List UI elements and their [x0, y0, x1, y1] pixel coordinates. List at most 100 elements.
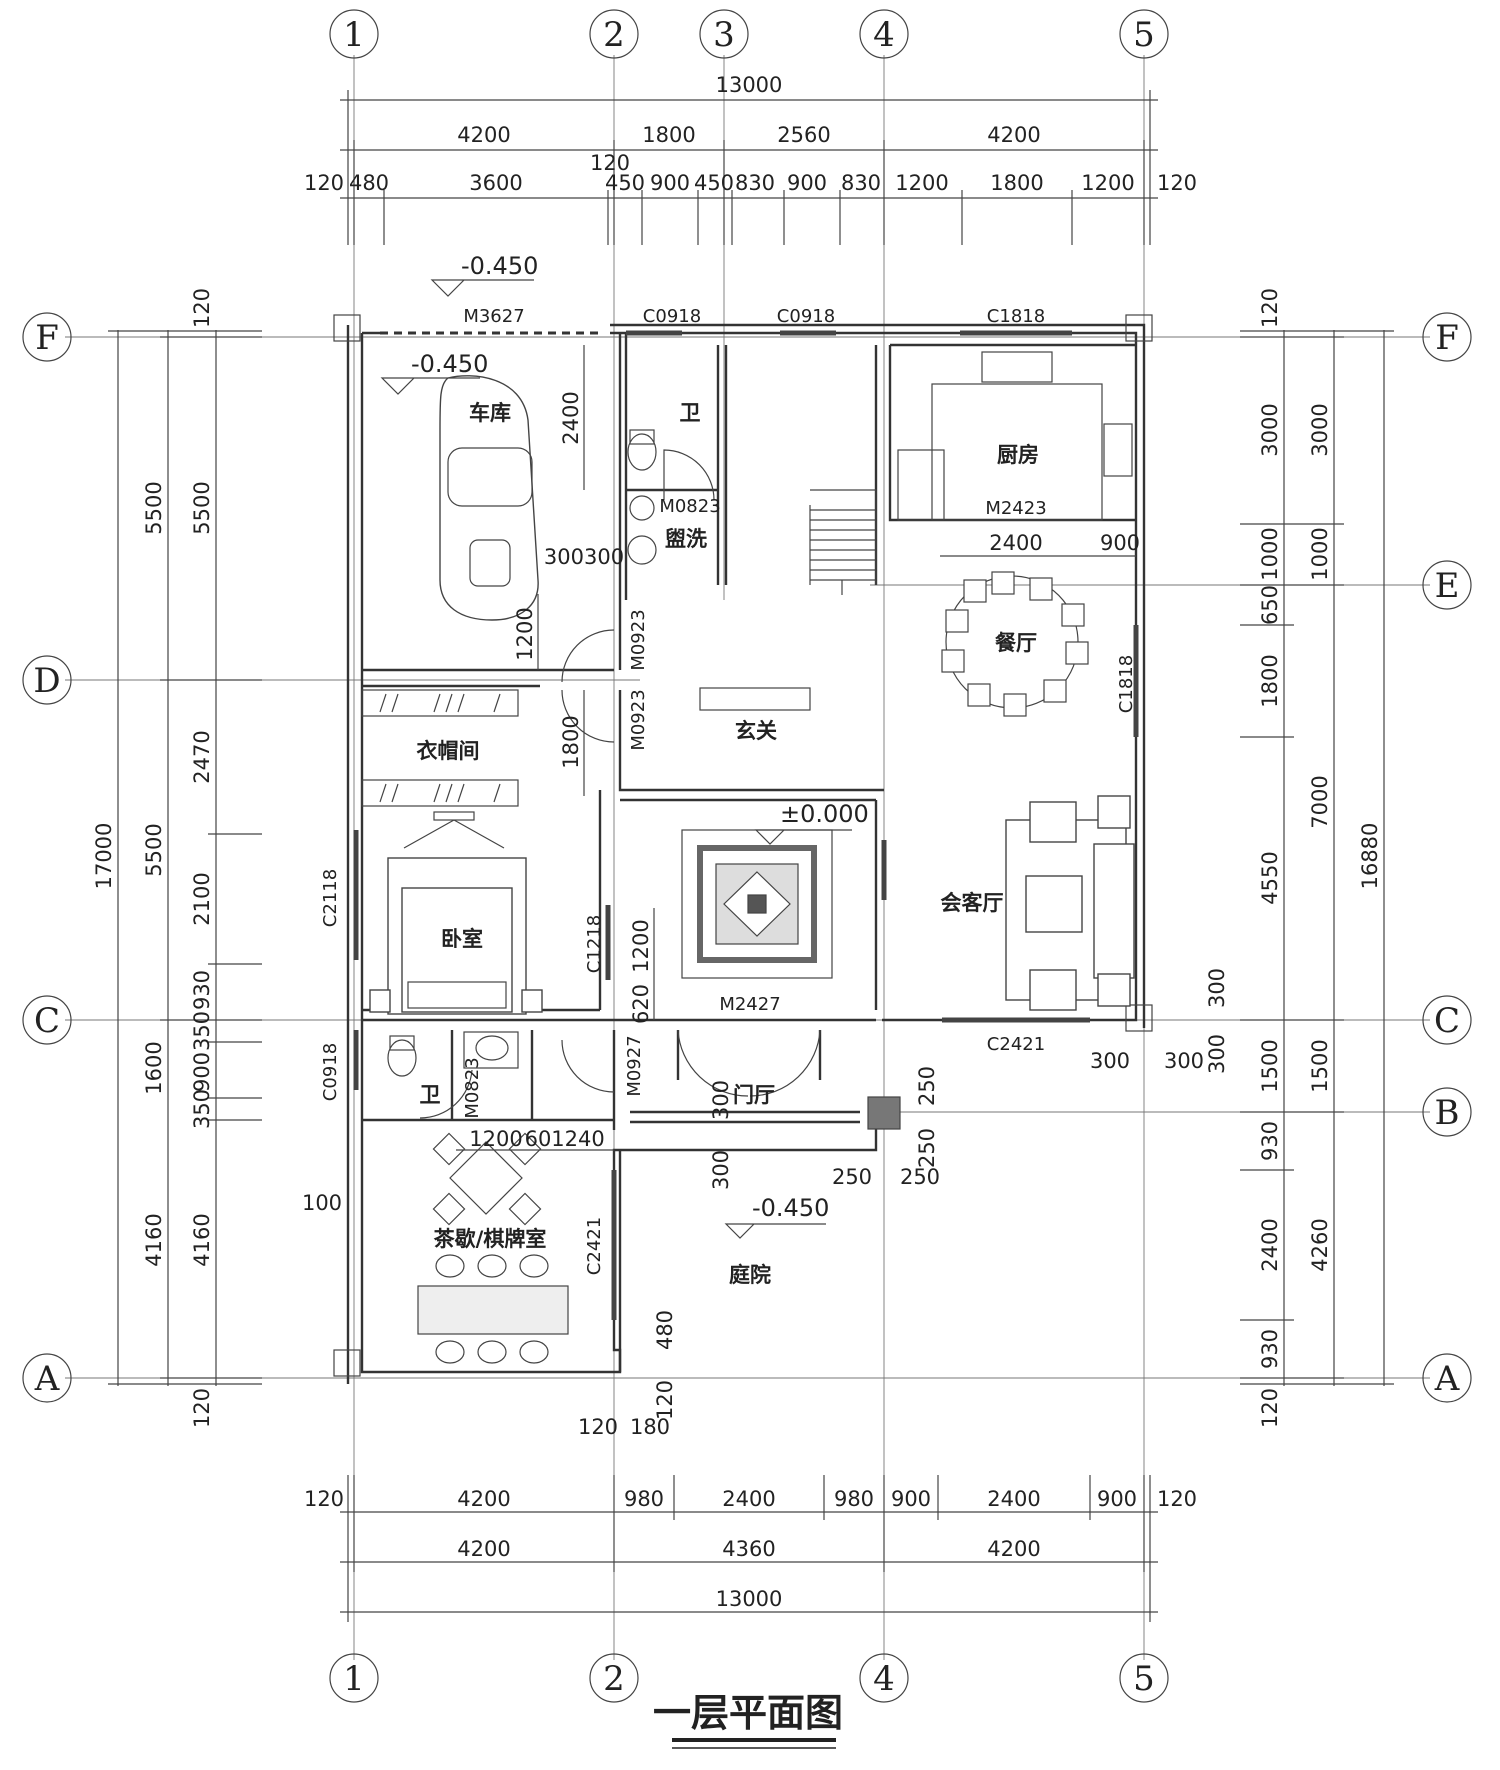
- svg-text:A: A: [34, 1359, 60, 1399]
- level-living: ±0.000: [780, 800, 869, 828]
- room-yard: 庭院: [729, 1263, 771, 1287]
- svg-text:5500: 5500: [142, 481, 166, 534]
- axis-bubble-F-right: F: [1422, 312, 1472, 362]
- svg-text:1800: 1800: [559, 715, 583, 768]
- kitchen-fixtures: [897, 351, 1133, 521]
- room-wc2: 卫: [420, 1083, 441, 1107]
- bottom-dim-total: 13000: [716, 1587, 783, 1611]
- svg-text:1200: 1200: [469, 1127, 522, 1151]
- svg-text:4: 4: [873, 15, 895, 55]
- svg-text:3000: 3000: [1308, 403, 1332, 456]
- svg-text:B: B: [1435, 1093, 1460, 1133]
- local-dimensions: 2400 300300 1200 1800 2400 900 1200 620 …: [302, 345, 1229, 1439]
- svg-text:1000: 1000: [1308, 527, 1332, 580]
- svg-text:2400: 2400: [987, 1487, 1040, 1511]
- top-dim-total: 13000: [716, 73, 783, 97]
- svg-text:120: 120: [1157, 1487, 1197, 1511]
- axis-bubble-3-top: 3: [699, 9, 749, 59]
- closet-wardrobes: [361, 689, 519, 807]
- svg-text:3000: 3000: [1258, 403, 1282, 456]
- svg-text:1500: 1500: [1258, 1039, 1282, 1092]
- svg-text:300: 300: [1205, 968, 1229, 1008]
- right-dim-total: 16880: [1358, 823, 1382, 890]
- left-dimensions: 17000 5500 5500 4160 5500 2470 2100 930 …: [92, 288, 262, 1428]
- svg-text:120: 120: [1157, 171, 1197, 195]
- svg-text:2400: 2400: [559, 391, 583, 444]
- svg-text:120: 120: [578, 1415, 618, 1439]
- window-markers: [353, 330, 1139, 1320]
- left-dim-total: 17000: [92, 823, 116, 890]
- svg-text:4200: 4200: [457, 1487, 510, 1511]
- right-dimensions: 16880 3000 1000 7000 1500 4260 3000 1000…: [1240, 288, 1394, 1428]
- axis-bubbles: 1 2 3 4 5 1 2 4 5 F D C A F E C B A: [22, 9, 1472, 1703]
- svg-text:M2427: M2427: [719, 994, 780, 1015]
- axis-bubble-5-bottom: 5: [1119, 1653, 1169, 1703]
- svg-text:4: 4: [873, 1659, 895, 1699]
- axis-bubble-4-top: 4: [859, 9, 909, 59]
- svg-text:C0918: C0918: [777, 306, 835, 327]
- axis-bubble-D-left: D: [22, 655, 72, 705]
- corner-columns: [333, 314, 1153, 1377]
- svg-text:C: C: [1434, 1001, 1460, 1041]
- svg-text:250: 250: [832, 1165, 872, 1189]
- svg-text:120: 120: [190, 1388, 214, 1428]
- svg-text:930: 930: [190, 970, 214, 1010]
- svg-text:4160: 4160: [190, 1213, 214, 1266]
- svg-text:2100: 2100: [190, 872, 214, 925]
- svg-text:1800: 1800: [990, 171, 1043, 195]
- svg-text:3600: 3600: [469, 171, 522, 195]
- svg-text:1600: 1600: [142, 1041, 166, 1094]
- svg-text:120: 120: [304, 171, 344, 195]
- svg-text:980: 980: [624, 1487, 664, 1511]
- svg-text:980: 980: [834, 1487, 874, 1511]
- svg-text:250: 250: [915, 1066, 939, 1106]
- room-tea: 茶歇/棋牌室: [434, 1227, 547, 1251]
- svg-text:480: 480: [653, 1310, 677, 1350]
- svg-text:2560: 2560: [777, 123, 830, 147]
- axis-bubble-4-bottom: 4: [859, 1653, 909, 1703]
- svg-text:C2421: C2421: [987, 1034, 1045, 1055]
- room-dining: 餐厅: [995, 631, 1037, 655]
- room-wash: 盥洗: [665, 527, 707, 551]
- axis-bubble-A-left: A: [22, 1353, 72, 1403]
- svg-text:930: 930: [1258, 1121, 1282, 1161]
- stair: [809, 489, 877, 595]
- svg-text:1200: 1200: [1081, 171, 1134, 195]
- opening-codes: M3627 C0918 C0918 C1818 M0823 M2423 M092…: [320, 306, 1137, 1275]
- svg-text:C0918: C0918: [320, 1043, 341, 1101]
- svg-text:60: 60: [525, 1127, 552, 1151]
- svg-text:M0823: M0823: [659, 496, 720, 517]
- svg-text:M2423: M2423: [985, 498, 1046, 519]
- svg-text:350: 350: [190, 1089, 214, 1129]
- svg-text:1200: 1200: [895, 171, 948, 195]
- axis-bubble-F-left: F: [22, 312, 72, 362]
- tea-room-furniture: [417, 1132, 569, 1364]
- room-living: 会客厅: [941, 891, 1004, 915]
- svg-text:7000: 7000: [1308, 775, 1332, 828]
- svg-text:300: 300: [1090, 1049, 1130, 1073]
- drawing-title: 一层平面图: [653, 1691, 843, 1749]
- svg-text:1200: 1200: [513, 607, 537, 660]
- svg-text:D: D: [33, 661, 60, 701]
- svg-text:900: 900: [1100, 531, 1140, 555]
- svg-text:M3627: M3627: [463, 306, 524, 327]
- wc-fixtures: [387, 429, 657, 1077]
- left-tick-marks: [108, 330, 262, 1385]
- room-wc1: 卫: [680, 401, 701, 425]
- svg-text:1: 1: [343, 15, 365, 55]
- room-kitchen: 厨房: [997, 443, 1039, 467]
- svg-text:1240: 1240: [551, 1127, 604, 1151]
- svg-text:2: 2: [603, 1659, 625, 1699]
- svg-text:A: A: [1434, 1359, 1460, 1399]
- svg-text:C1218: C1218: [584, 915, 605, 973]
- svg-text:2470: 2470: [190, 730, 214, 783]
- svg-text:1800: 1800: [642, 123, 695, 147]
- axis-bubble-2-top: 2: [589, 9, 639, 59]
- svg-text:2400: 2400: [722, 1487, 775, 1511]
- svg-text:5500: 5500: [142, 823, 166, 876]
- svg-text:900: 900: [190, 1052, 214, 1092]
- level-outer-garage: -0.450: [461, 252, 538, 280]
- room-vestibule: 门厅: [733, 1083, 775, 1107]
- svg-text:300: 300: [1164, 1049, 1204, 1073]
